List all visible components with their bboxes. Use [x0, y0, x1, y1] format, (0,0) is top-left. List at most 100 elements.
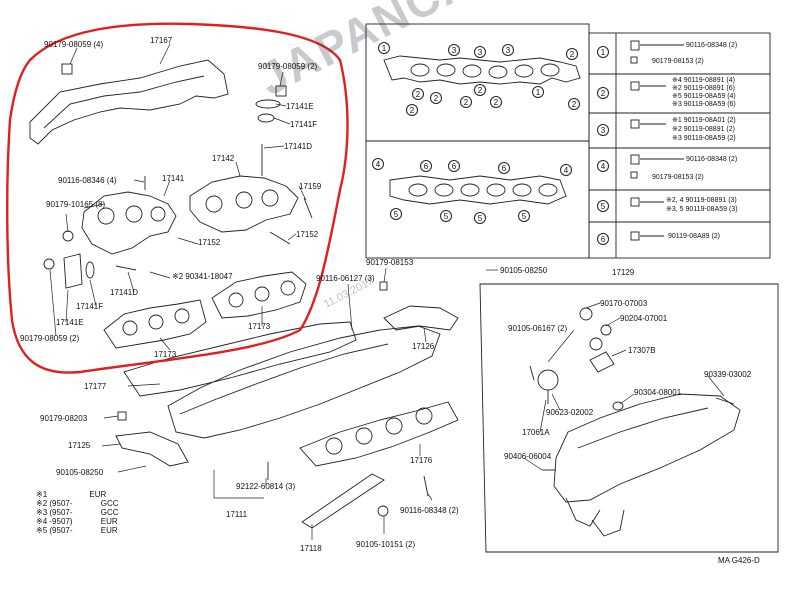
part-label: 17173 — [248, 322, 271, 331]
gasket-marker: 1 — [378, 42, 390, 54]
legend-line: ※2, 4 90119-08891 (3) — [666, 197, 737, 204]
part-label: 17176 — [410, 456, 433, 465]
part-label: 17141 — [162, 174, 185, 183]
gasket-marker: 3 — [474, 46, 486, 58]
legend-line: ※3 90119-08A59 (2) — [672, 135, 736, 142]
part-label: 17173 — [154, 350, 177, 359]
gasket-marker: 6 — [498, 162, 510, 174]
gasket-marker: 6 — [448, 160, 460, 172]
gasket-marker: 2 — [490, 96, 502, 108]
part-label: 17142 — [212, 154, 235, 163]
part-label: 17141E — [286, 102, 314, 111]
part-label: 17141E — [56, 318, 84, 327]
part-label: 90304-08001 — [634, 388, 682, 397]
gasket-marker: 4 — [372, 158, 384, 170]
part-label: 17141D — [284, 142, 313, 151]
part-label: 90179-08059 (2) — [258, 62, 318, 71]
legend-line: ※2 90119-08891 (6) — [672, 85, 735, 92]
gasket-marker: 3 — [502, 44, 514, 56]
legend-line: 90179-08153 (2) — [652, 174, 704, 181]
gasket-marker: 2 — [568, 98, 580, 110]
exhaust-gasket-173a — [103, 299, 207, 349]
legend-line: 90116-08348 (2) — [686, 42, 738, 49]
part-label: 17152 — [296, 230, 319, 239]
gasket-marker: 2 — [474, 84, 486, 96]
part-label: 17118 — [300, 544, 322, 553]
part-label: 17126 — [412, 342, 435, 351]
footer-code: MA G426-D — [718, 556, 760, 565]
exhaust-gasket-upper — [383, 55, 581, 85]
part-label: 17141F — [76, 302, 104, 311]
legend-line: ※5 90119-08A59 (4) — [672, 93, 736, 100]
part-label: 90116-08346 (4) — [58, 176, 117, 185]
legend-num-4: 4 — [597, 160, 609, 172]
legend-num-2: 2 — [597, 87, 609, 99]
legend-line: 90119-08A89 (2) — [668, 233, 721, 240]
intake-assembly-box — [479, 283, 779, 553]
part-label: 90105-08250 — [500, 266, 548, 275]
gasket-marker: 5 — [440, 210, 452, 222]
part-label: 90105-06167 (2) — [508, 324, 568, 333]
legend-line: ※1 90119-08A01 (2) — [672, 117, 736, 124]
gasket-17176 — [299, 401, 459, 467]
intake-gasket — [389, 175, 567, 205]
part-label: 17061A — [522, 428, 550, 437]
applicability-notes: ※1 EUR ※2 (9507- GCC ※3 (9507- GCC ※4 -9… — [36, 490, 119, 535]
legend-num-3: 3 — [597, 124, 609, 136]
gasket-marker: 5 — [390, 208, 402, 220]
gasket-marker: 5 — [518, 210, 530, 222]
gasket-marker: 2 — [566, 48, 578, 60]
legend-line: ※2 90119-08891 (2) — [672, 126, 735, 133]
note-row: ※3 (9507- GCC — [36, 508, 119, 517]
legend-line: ※3, 5 90119-08A59 (3) — [666, 206, 738, 213]
part-label: 92122-60814 (3) — [236, 482, 296, 491]
part-label: 90179-08059 (2) — [20, 334, 80, 343]
part-label: 90179-08059 (4) — [44, 40, 104, 49]
legend-num-5: 5 — [597, 200, 609, 212]
part-label: 17111 — [226, 510, 248, 519]
note-row: ※4 -9507) EUR — [36, 517, 118, 526]
exhaust-gasket-173b — [211, 271, 307, 319]
gasket-marker: 2 — [412, 88, 424, 100]
gasket-marker: 2 — [406, 104, 418, 116]
stay-17118 — [301, 473, 385, 529]
part-label: 90179-10165 (8) — [46, 200, 106, 209]
part-label: 17141F — [290, 120, 318, 129]
legend-table-box — [588, 32, 771, 259]
note-row: ※5 (9507- EUR — [36, 526, 118, 535]
exhaust-manifold-left — [81, 191, 177, 255]
part-label: 90406-06004 — [504, 452, 552, 461]
legend-line: 90179-08153 (2) — [652, 58, 704, 65]
legend-num-1: 1 — [597, 46, 609, 58]
part-label: 17167 — [150, 36, 173, 45]
part-label: 17129 — [612, 268, 635, 277]
legend-line: 90116-08348 (2) — [686, 156, 738, 163]
gasket-17177 — [123, 321, 357, 397]
legend-line: ※4 90119-08891 (4) — [672, 77, 735, 84]
part-label: 90339-03002 — [704, 370, 752, 379]
gasket-marker: 1 — [532, 86, 544, 98]
part-label: 17141D — [110, 288, 139, 297]
heat-insulator — [29, 59, 229, 145]
legend-num-6: 6 — [597, 233, 609, 245]
highlight-outline — [6, 22, 349, 374]
part-label: 90105-08250 — [56, 468, 104, 477]
intake-manifold — [167, 325, 441, 439]
gasket-marker: 4 — [560, 164, 572, 176]
gasket-marker: 5 — [474, 212, 486, 224]
part-label: 17152 — [198, 238, 221, 247]
part-label: 90179-08153 — [366, 258, 414, 267]
part-label: 90116-06127 (3) — [316, 274, 375, 283]
note-row: ※1 EUR — [36, 490, 107, 499]
gasket-marker: 6 — [420, 160, 432, 172]
part-label: 17177 — [84, 382, 107, 391]
note-row: ※2 (9507- GCC — [36, 499, 119, 508]
part-label: ※2 90341-18047 — [172, 272, 233, 281]
legend-line: ※3 90119-08A59 (6) — [672, 101, 736, 108]
bracket-17126 — [383, 305, 459, 331]
plenum-17129 — [553, 393, 741, 503]
part-label: 90204-07001 — [620, 314, 668, 323]
gasket-marker: 2 — [460, 96, 472, 108]
part-label: 90170-07003 — [600, 299, 648, 308]
